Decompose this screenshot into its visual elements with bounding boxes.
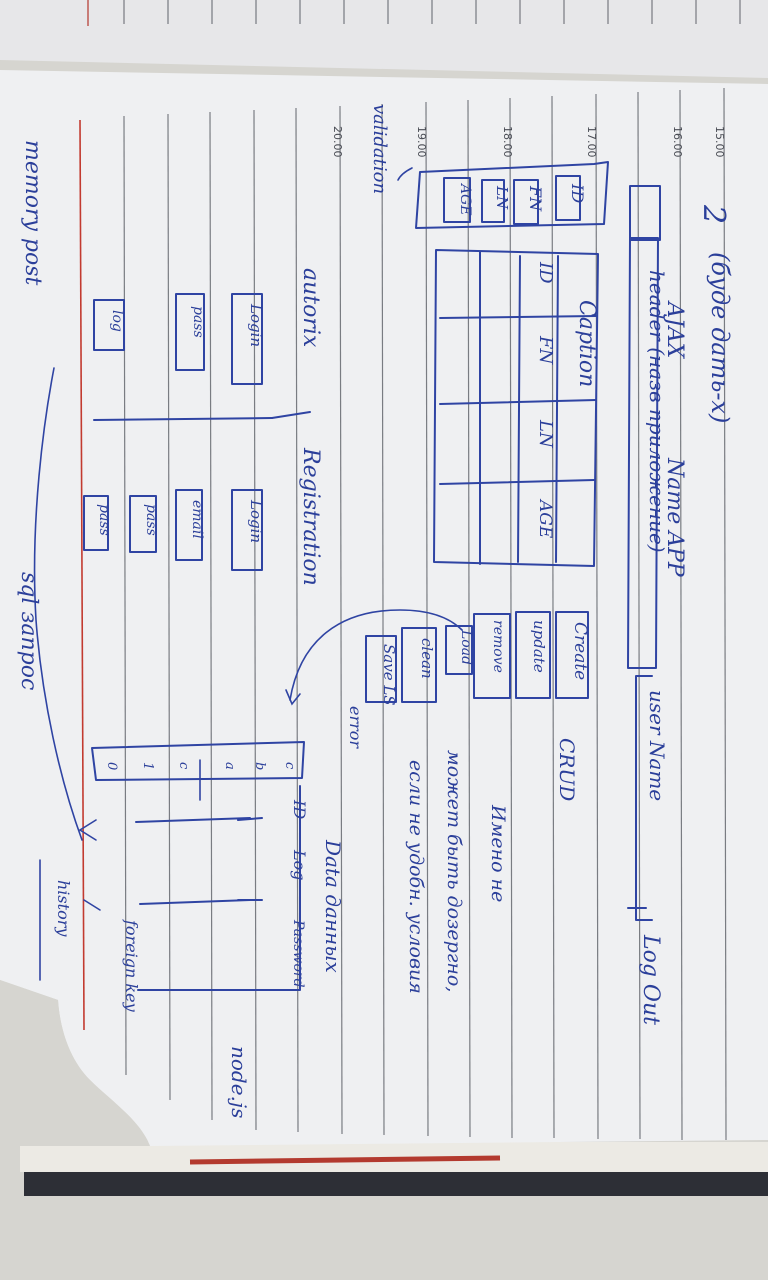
- validation-label: validation: [369, 104, 390, 194]
- data-title: Data данных: [321, 839, 345, 973]
- update-button-sketch: [515, 611, 551, 699]
- table-header: FN: [535, 335, 556, 365]
- form-field-label: LN: [493, 185, 511, 210]
- login-box: [231, 293, 263, 385]
- button-label: update: [530, 620, 548, 673]
- pass-box-2: [129, 495, 157, 553]
- time-label: 19.00: [415, 126, 428, 158]
- note-line: Имено не: [487, 804, 509, 902]
- ajax-label: AJAX: [662, 300, 687, 360]
- log-box-label: pass: [96, 504, 112, 536]
- form-field-id: [555, 175, 581, 221]
- table2-cell: c: [176, 762, 191, 770]
- log-box-label: log: [109, 310, 125, 332]
- ruled-lines: [79, 87, 727, 1141]
- form-field-ln: [481, 179, 505, 223]
- login-box-label: Login: [247, 303, 265, 347]
- error-label: error: [346, 706, 365, 749]
- table2-cell: 1: [140, 762, 155, 770]
- top-page: [0, 0, 768, 78]
- button-label: Load: [458, 629, 474, 665]
- form-field-label: AGE: [457, 182, 473, 216]
- table-header: ID: [535, 261, 556, 284]
- login-box-2: [231, 489, 263, 571]
- table2-cell: b: [252, 762, 267, 770]
- time-label: 18.00: [501, 126, 514, 158]
- button-label: clean: [418, 638, 436, 679]
- pass-box-3: [83, 495, 109, 551]
- clean-button-sketch: [401, 627, 437, 703]
- form-fields-box: [415, 161, 609, 229]
- time-label: 20.00: [331, 126, 344, 158]
- table-header: LN: [535, 419, 556, 449]
- nodejs-label: node.js: [227, 1046, 251, 1118]
- pass-box-label: pass: [190, 306, 206, 338]
- form-field-age: [443, 177, 471, 223]
- table2-header-box: [261, 785, 301, 991]
- table2-header: Password: [290, 919, 306, 988]
- time-label: 17.00: [585, 126, 598, 158]
- id-column-box: [91, 741, 305, 781]
- foreign-key-label: foreign key: [122, 919, 141, 1013]
- user-name-label: user Name: [645, 690, 669, 801]
- form-field-label: ID: [568, 183, 587, 203]
- autorix-label: autorix: [298, 268, 323, 348]
- data-table: [433, 249, 599, 567]
- memory-post-label: memory post: [20, 140, 45, 286]
- user-name-box: [635, 675, 653, 921]
- logout-label: Log Out: [638, 934, 663, 1025]
- save-button-sketch: [365, 635, 397, 703]
- table2-cell: a: [222, 762, 237, 770]
- pass-box: [175, 293, 205, 371]
- pass-box-label: pass: [143, 504, 159, 536]
- crud-label: CRUD: [555, 738, 579, 801]
- arrow-to-table: [289, 609, 463, 701]
- sql-label: sql запрос: [16, 572, 41, 690]
- table2-cell: c: [282, 762, 297, 770]
- form-field-label: FN: [526, 185, 545, 212]
- load-button-sketch: [445, 625, 473, 675]
- history-label: history: [54, 880, 73, 937]
- button-label: Save LS: [380, 644, 398, 706]
- table2-cell: 0: [104, 762, 119, 770]
- registration-label: Registration: [298, 447, 323, 586]
- form-field-fn: [513, 179, 539, 225]
- main-page: [0, 70, 768, 1146]
- email-box-label: email: [189, 500, 205, 539]
- note-line: если не удобн. условия: [405, 760, 427, 994]
- time-label: 15.00: [713, 126, 726, 158]
- button-label: Create: [570, 622, 590, 680]
- page-number: 2: [696, 204, 731, 224]
- table-header: AGE: [535, 498, 555, 539]
- note-line: может быть дозергно,: [443, 750, 465, 992]
- memory-post-arrow: [33, 367, 83, 841]
- bracket-note: (буде дать-х): [706, 252, 734, 423]
- email-box: [175, 489, 203, 561]
- header-note: header (назв приложение): [645, 270, 669, 553]
- app-name: Name APP: [662, 457, 687, 578]
- button-label: remove: [490, 620, 506, 673]
- table-caption: Caption: [574, 300, 599, 387]
- create-button-sketch: [555, 611, 589, 699]
- time-label: 16.00: [671, 126, 684, 158]
- log-box: [93, 299, 125, 351]
- login-box-label: Login: [247, 499, 265, 543]
- time-labels: 15.00 16.00 17.00 18.00 19.00 20.00: [331, 126, 726, 158]
- header-box: [627, 237, 659, 669]
- remove-button-sketch: [473, 613, 511, 699]
